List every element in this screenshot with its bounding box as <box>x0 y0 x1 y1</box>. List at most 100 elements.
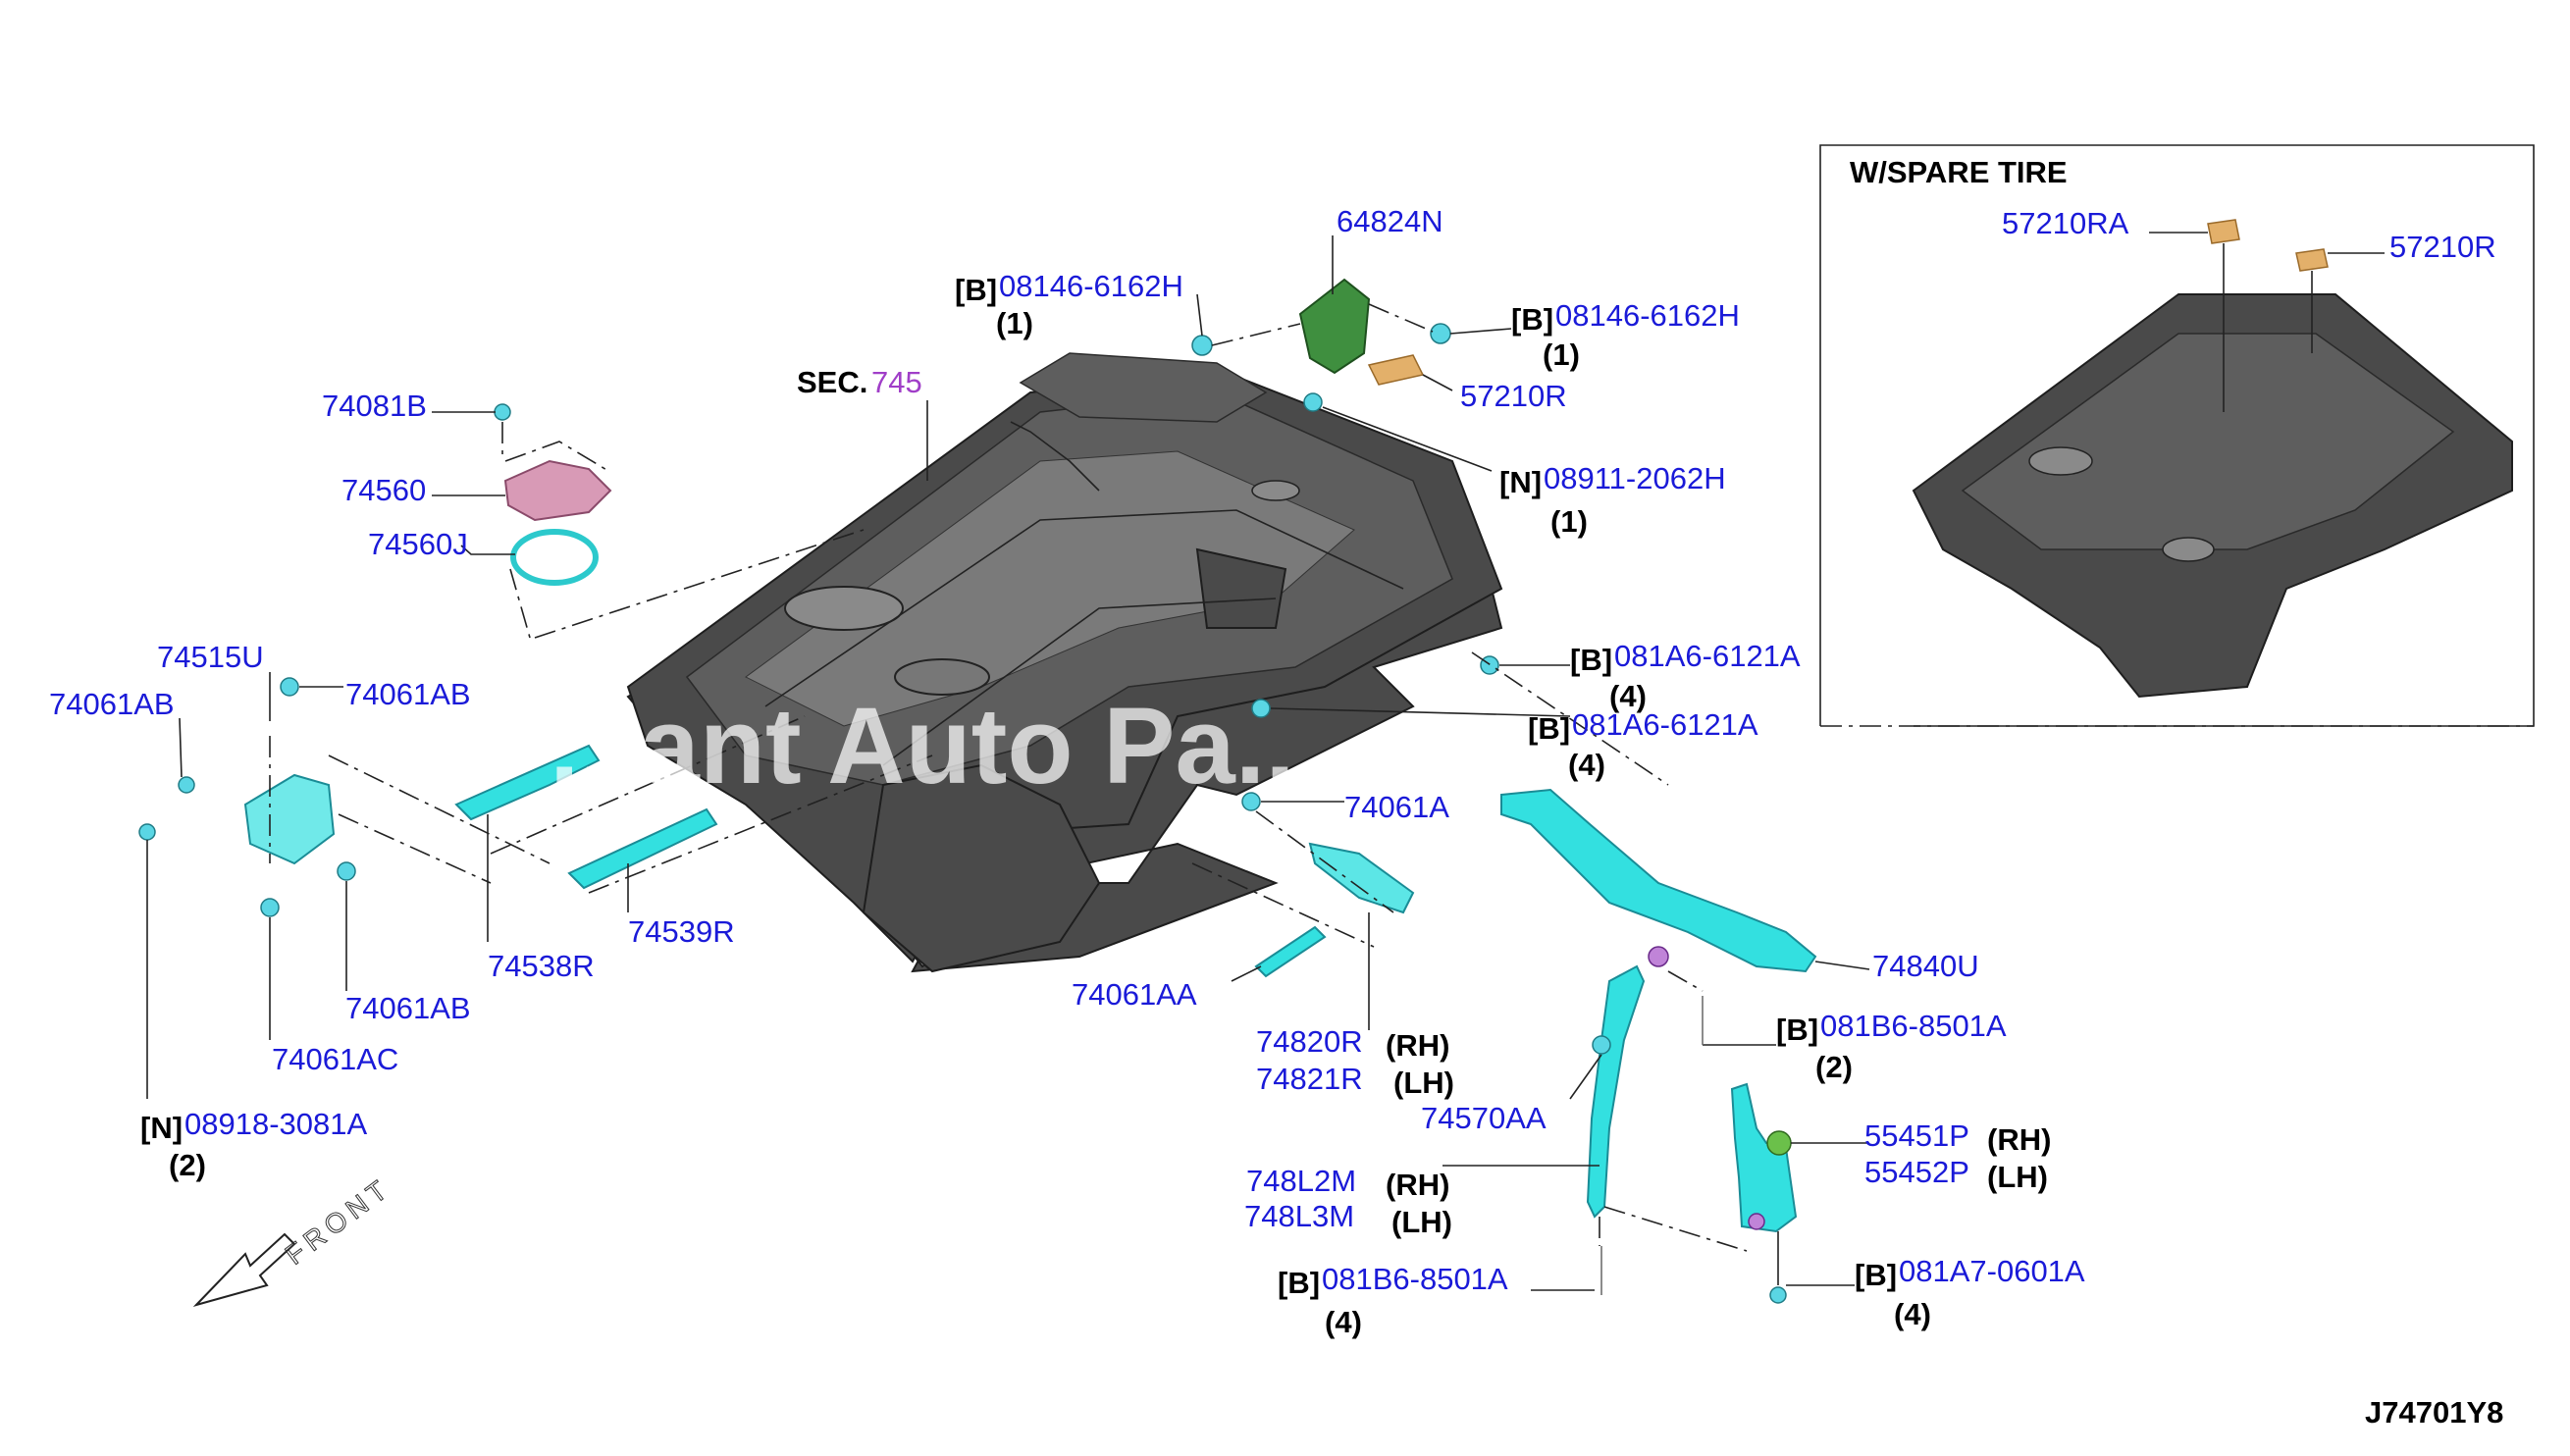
part-74061AC[interactable]: 74061AC <box>272 1042 398 1076</box>
part-74560[interactable]: 74560 <box>341 473 426 507</box>
inset-title: W/SPARE TIRE <box>1850 155 2068 189</box>
part-74538R[interactable]: 74538R <box>488 949 595 983</box>
member-74840U[interactable] <box>1500 788 1817 973</box>
bolt-74061AC[interactable] <box>260 898 280 917</box>
bracket-55451P-group: 55451P (RH) 55452P (LH) [B] 081A7-0601A … <box>1730 1082 2085 1331</box>
qty-081A7: (4) <box>1894 1297 1931 1331</box>
pad-57210R[interactable] <box>1367 354 1425 386</box>
part-74821R[interactable]: 74821R <box>1256 1062 1363 1096</box>
part-64824N[interactable]: 64824N <box>1337 204 1443 238</box>
part-74081B[interactable]: 74081B <box>322 389 427 423</box>
part-748L3M[interactable]: 748L3M <box>1244 1199 1354 1233</box>
diagram-code: J74701Y8 <box>2365 1395 2503 1430</box>
pad-57210RA[interactable] <box>2207 219 2240 244</box>
section-number[interactable]: 745 <box>871 365 922 399</box>
pad-57210R-inset[interactable] <box>2295 248 2329 272</box>
tag-081A6-top: [B] <box>1570 643 1612 677</box>
front-arrow-icon <box>192 1232 296 1307</box>
tag-081A7: [B] <box>1855 1258 1897 1292</box>
side-74821R: (LH) <box>1393 1066 1454 1100</box>
part-55451P[interactable]: 55451P <box>1864 1118 1969 1153</box>
part-74570AA[interactable]: 74570AA <box>1421 1101 1547 1135</box>
bolt-74061AA[interactable] <box>1254 925 1327 978</box>
qty-081A6-mid: (4) <box>1568 748 1605 782</box>
bracket-74820R[interactable] <box>1308 842 1415 914</box>
tag-081B6-bottom: [B] <box>1278 1266 1320 1300</box>
part-08146-right[interactable]: 08146-6162H <box>1555 298 1740 333</box>
tag-08146-left: [B] <box>955 273 997 307</box>
tag-08911: [N] <box>1499 465 1542 499</box>
rail-74539R[interactable] <box>567 807 718 890</box>
part-74061AB-top[interactable]: 74061AB <box>345 677 471 711</box>
part-081B6-bottom[interactable]: 081B6-8501A <box>1322 1262 1508 1296</box>
bracket-64824N-group: 64824N [B] 08146-6162H (1) [B] 08146-616… <box>955 204 1740 539</box>
tag-081B6-top: [B] <box>1776 1013 1818 1047</box>
bolt-74061AB-left[interactable] <box>178 776 195 794</box>
clip-74081B[interactable] <box>494 403 511 421</box>
part-74515U[interactable]: 74515U <box>157 640 264 674</box>
bolt-08146-right[interactable] <box>1430 323 1451 344</box>
bolt-74061AB-right[interactable] <box>337 861 356 881</box>
qty-08146-left: (1) <box>996 306 1033 340</box>
bracket-74515U-group: 74515U 74061AB 74061AB 74061AB 74061AC [… <box>49 640 551 1182</box>
nut-55451P <box>1748 1213 1765 1230</box>
cover-74560[interactable] <box>503 459 612 522</box>
section-reference: SEC. 745 <box>797 365 928 481</box>
bolt-74061AB-top[interactable] <box>280 677 299 697</box>
part-08918[interactable]: 08918-3081A <box>184 1107 367 1141</box>
part-74061A[interactable]: 74061A <box>1344 790 1449 824</box>
rails-group: 74538R 74539R <box>454 715 933 983</box>
side-74820R: (RH) <box>1386 1028 1449 1063</box>
part-57210RA[interactable]: 57210RA <box>2002 206 2129 240</box>
bolt-74570AA[interactable] <box>1592 1035 1611 1055</box>
part-08146-left[interactable]: 08146-6162H <box>999 269 1183 303</box>
qty-081A6-top: (4) <box>1609 679 1647 713</box>
part-081A6-mid[interactable]: 081A6-6121A <box>1572 707 1758 742</box>
member-74840U-group: 74840U [B] 081B6-8501A (2) <box>1500 788 2007 1084</box>
front-indicator: FRONT <box>192 1170 397 1307</box>
part-74560J[interactable]: 74560J <box>368 527 468 561</box>
part-748L2M[interactable]: 748L2M <box>1246 1164 1356 1198</box>
part-74820R[interactable]: 74820R <box>1256 1024 1363 1059</box>
tag-081A6-mid: [B] <box>1528 711 1570 746</box>
arm-748L2M[interactable] <box>1586 964 1646 1219</box>
bushing-55451P <box>1766 1130 1792 1156</box>
side-748L2M: (RH) <box>1386 1168 1449 1202</box>
rail-74538R[interactable] <box>454 744 601 821</box>
part-74539R[interactable]: 74539R <box>628 914 735 949</box>
bracket-74515U[interactable] <box>243 773 336 865</box>
tag-08146-right: [B] <box>1511 302 1553 337</box>
spare-tire-inset: W/SPARE TIRE 57210RA 57210R <box>1819 144 2535 727</box>
part-57210R-inset[interactable]: 57210R <box>2389 230 2496 264</box>
side-55452P: (LH) <box>1987 1160 2048 1194</box>
part-74061AB-right[interactable]: 74061AB <box>345 991 471 1025</box>
qty-081B6-top: (2) <box>1815 1050 1853 1084</box>
part-74061AA[interactable]: 74061AA <box>1072 977 1197 1012</box>
bracket-55451P[interactable] <box>1730 1082 1798 1233</box>
seal-74560J[interactable] <box>510 529 599 586</box>
bracket-64824N[interactable] <box>1298 278 1371 375</box>
qty-08146-right: (1) <box>1543 338 1580 372</box>
bolt-081A6-mid[interactable] <box>1251 699 1271 718</box>
side-55451P: (RH) <box>1987 1122 2051 1157</box>
bolt-081A7[interactable] <box>1769 1286 1787 1304</box>
bracket-74820R-group: [B] 081A6-6121A (4) [B] 081A6-6121A (4) … <box>1072 639 1801 1100</box>
part-08911[interactable]: 08911-2062H <box>1544 461 1726 495</box>
part-57210R[interactable]: 57210R <box>1460 379 1567 413</box>
front-label: FRONT <box>280 1171 397 1271</box>
bolt-74061A[interactable] <box>1241 792 1261 811</box>
part-081A7[interactable]: 081A7-0601A <box>1899 1254 2085 1288</box>
side-748L3M: (LH) <box>1391 1205 1452 1239</box>
part-74840U[interactable]: 74840U <box>1872 949 1979 983</box>
watermark: ...ant Auto Pa... <box>550 686 1325 806</box>
part-081A6-top[interactable]: 081A6-6121A <box>1614 639 1801 673</box>
nut-08911[interactable] <box>1303 392 1323 412</box>
nut-08918[interactable] <box>138 823 156 841</box>
bolt-08146-left[interactable] <box>1191 335 1213 356</box>
cover-74560-group: 74081B 74560 74560J <box>322 389 865 639</box>
tag-08918: [N] <box>140 1111 183 1145</box>
part-55452P[interactable]: 55452P <box>1864 1155 1969 1189</box>
part-081B6-top[interactable]: 081B6-8501A <box>1820 1009 2007 1043</box>
part-74061AB-left[interactable]: 74061AB <box>49 687 175 721</box>
bolt-081A6-top[interactable] <box>1480 655 1499 675</box>
